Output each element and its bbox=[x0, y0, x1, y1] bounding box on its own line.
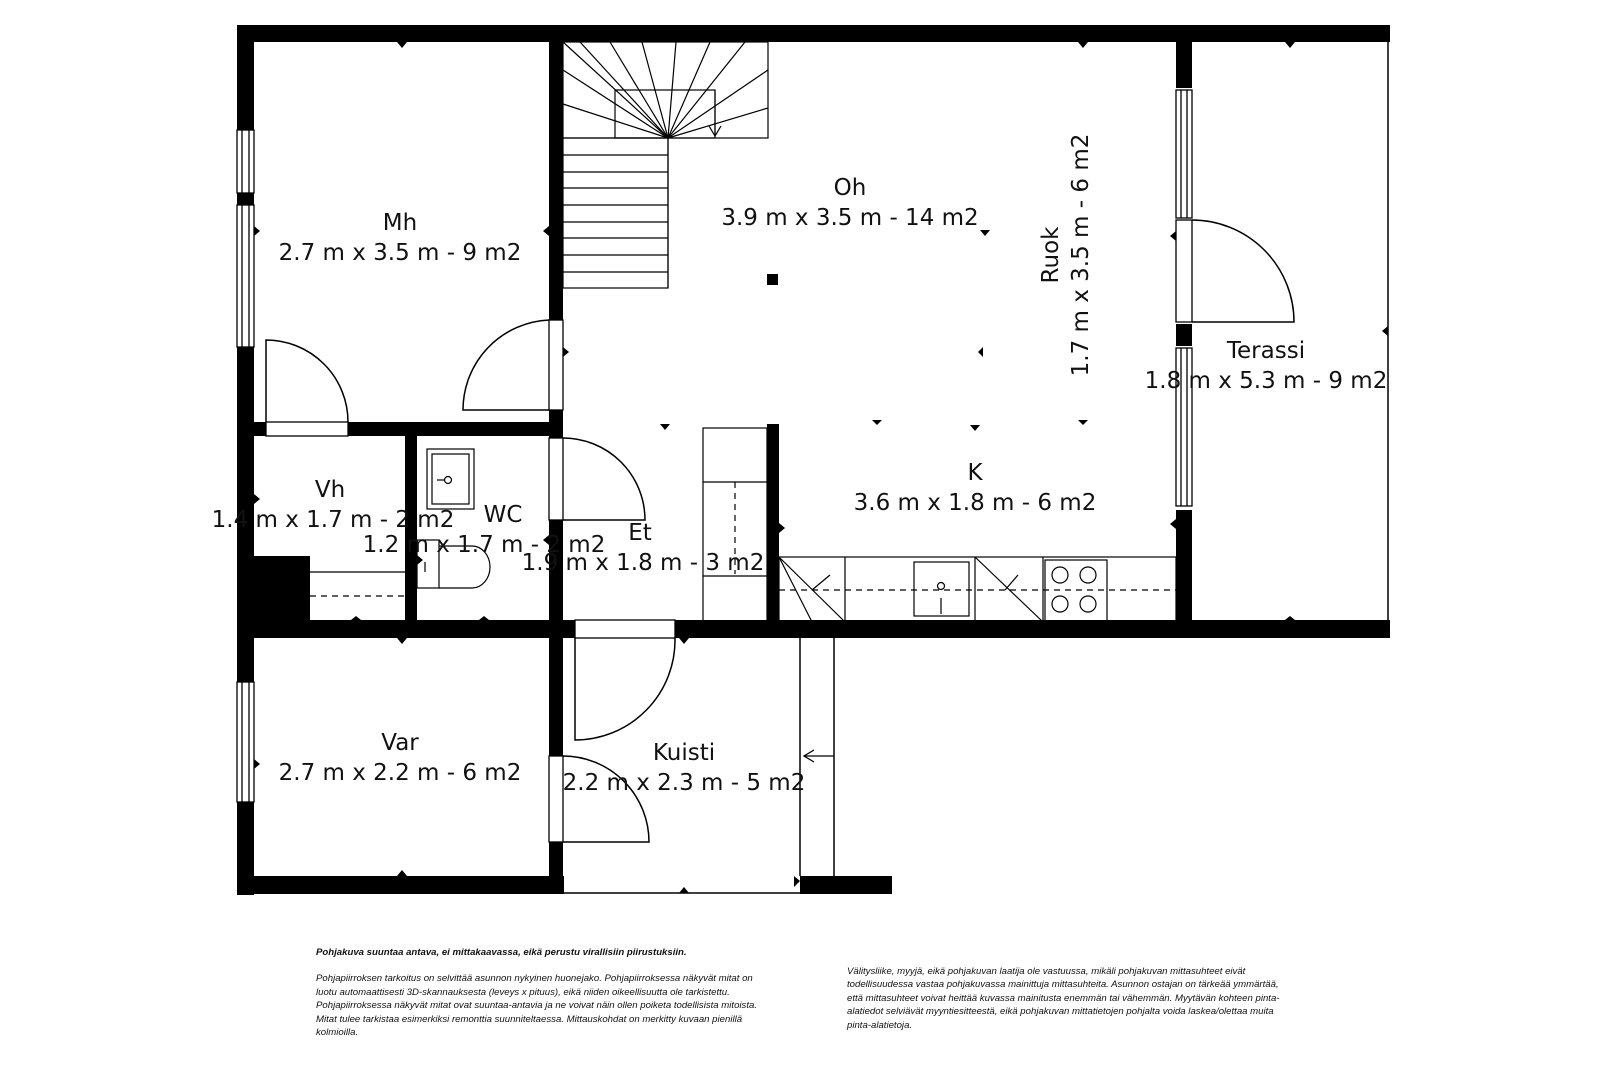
window-var bbox=[236, 681, 255, 803]
room-name-kuisti: Kuisti bbox=[653, 740, 715, 766]
wc-sink bbox=[426, 448, 475, 510]
room-dims-ruok: 1.7 m x 3.5 m - 6 m2 bbox=[1068, 134, 1094, 377]
room-name-mh: Mh bbox=[383, 210, 417, 236]
door-oh bbox=[462, 319, 550, 411]
room-name-var: Var bbox=[381, 730, 419, 756]
kitchen-sink bbox=[913, 561, 970, 617]
disclaimer-left: Pohjakuva suuntaa antava, ei mittakaavas… bbox=[316, 946, 776, 1039]
door-frame-mh bbox=[265, 421, 349, 437]
room-dims-terassi: 1.8 m x 5.3 m - 9 m2 bbox=[1145, 368, 1388, 394]
kitchen-counter bbox=[778, 556, 1177, 623]
door-frame-terrace bbox=[1175, 219, 1193, 323]
window-ruok-2 bbox=[1175, 347, 1193, 507]
disclaimer-right-text: Välitysliike, myyjä, eikä pohjakuvan laa… bbox=[847, 966, 1280, 1031]
room-name-ruok: Ruok bbox=[1038, 226, 1064, 284]
door-et bbox=[562, 437, 646, 521]
room-name-k: K bbox=[967, 460, 983, 486]
room-dims-k: 3.6 m x 1.8 m - 6 m2 bbox=[854, 490, 1097, 516]
stairs bbox=[562, 41, 769, 289]
room-dims-oh: 3.9 m x 3.5 m - 14 m2 bbox=[721, 205, 978, 231]
door-frame-et bbox=[548, 437, 564, 521]
room-name-vh: Vh bbox=[315, 477, 345, 503]
doors bbox=[265, 219, 1295, 843]
measurement-markers bbox=[254, 42, 1388, 893]
stove bbox=[1044, 559, 1108, 623]
door-frame-kuisti bbox=[574, 619, 676, 639]
room-labels: Mh 2.7 m x 3.5 m - 9 m2 Oh 3.9 m x 3.5 m… bbox=[212, 134, 1388, 796]
room-dims-wc: 1.2 m x 1.7 m - 2 m2 bbox=[363, 532, 606, 558]
disclaimer-left-text: Pohjapiirroksen tarkoitus on selvittää a… bbox=[316, 973, 758, 1039]
door-frame-var bbox=[548, 755, 564, 843]
room-name-oh: Oh bbox=[834, 175, 867, 201]
room-dims-vh: 1.4 m x 1.7 m - 2 m2 bbox=[212, 507, 455, 533]
door-frame-oh bbox=[548, 319, 564, 411]
room-name-wc: WC bbox=[484, 502, 523, 528]
fixtures bbox=[310, 427, 768, 623]
room-dims-var: 2.7 m x 2.2 m - 6 m2 bbox=[279, 760, 522, 786]
disclaimer-right: Välitysliike, myyjä, eikä pohjakuvan laa… bbox=[847, 965, 1287, 1032]
kuisti-entry-arrow bbox=[802, 749, 834, 763]
disclaimer-heading: Pohjakuva suuntaa antava, ei mittakaavas… bbox=[316, 947, 687, 958]
door-kuisti bbox=[574, 637, 676, 741]
room-name-et: Et bbox=[628, 520, 652, 546]
room-dims-mh: 2.7 m x 3.5 m - 9 m2 bbox=[279, 240, 522, 266]
room-dims-et: 1.9 m x 1.8 m - 3 m2 bbox=[522, 550, 765, 576]
window-mh-1 bbox=[236, 129, 255, 194]
door-var bbox=[562, 755, 650, 843]
room-dims-kuisti: 2.2 m x 2.3 m - 5 m2 bbox=[563, 770, 806, 796]
windows bbox=[236, 89, 1193, 843]
door-mh bbox=[265, 339, 349, 423]
hallway-cabinet bbox=[702, 427, 768, 623]
window-ruok-1 bbox=[1175, 89, 1193, 219]
room-name-terassi: Terassi bbox=[1226, 338, 1305, 364]
pillar-marker bbox=[767, 274, 778, 285]
window-mh-2 bbox=[236, 204, 255, 348]
door-terrace bbox=[1191, 219, 1295, 323]
